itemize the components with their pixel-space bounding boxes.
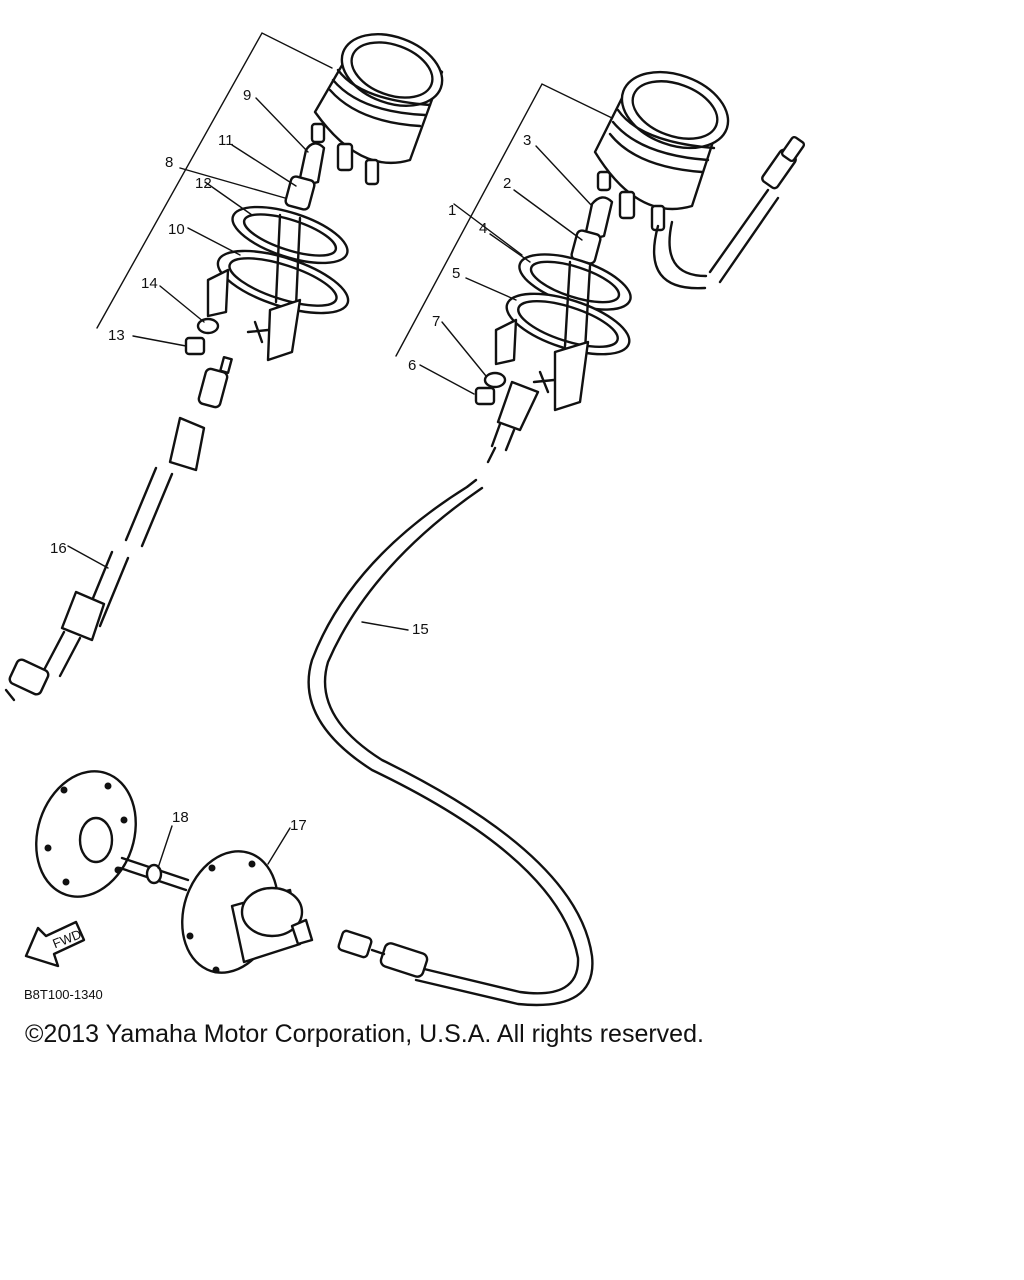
right-meter-housing [593, 70, 730, 232]
callout-2: 2 [503, 175, 511, 192]
forward-arrow-icon: FWD [24, 920, 86, 968]
callout-17: 17 [290, 817, 307, 834]
callout-7: 7 [432, 313, 440, 330]
left-meter-assembly [96, 32, 444, 362]
left-damper-rings [216, 205, 350, 315]
callout-10: 10 [168, 221, 185, 238]
callout-5: 5 [452, 265, 460, 282]
right-meter-assembly [395, 70, 806, 464]
speedometer-gear-unit [181, 827, 314, 974]
callout-11: 11 [218, 132, 234, 149]
callout-6: 6 [408, 357, 416, 374]
left-bulb-socket [284, 142, 326, 211]
callout-1: 1 [448, 202, 456, 219]
tachometer-hose [652, 135, 806, 290]
speedometer-cable [307, 478, 594, 1007]
callout-4: 4 [479, 220, 487, 237]
right-group-bracket [395, 83, 613, 357]
right-damper-rings [505, 253, 632, 356]
left-meter-bracket [206, 268, 302, 362]
wheel-hub-plate [35, 770, 137, 898]
callout-3: 3 [523, 132, 531, 149]
callout-13: 13 [108, 327, 125, 344]
drawing-code: B8T100-1340 [24, 987, 103, 1002]
callout-8: 8 [165, 154, 173, 171]
copyright-notice: ©2013 Yamaha Motor Corporation, U.S.A. A… [25, 1020, 704, 1048]
tachometer-cable [4, 356, 233, 702]
left-nut [184, 336, 206, 356]
right-nut [474, 386, 496, 406]
right-meter-bracket [494, 318, 590, 412]
callout-18: 18 [172, 809, 189, 826]
callout-16: 16 [50, 540, 67, 557]
callout-12: 12 [195, 175, 212, 192]
speedometer-cable-fitting [486, 380, 540, 464]
parts-diagram: FWD 1 2 3 4 5 6 7 8 9 10 11 12 13 14 15 … [4, 32, 806, 1007]
left-group-bracket [96, 32, 333, 329]
drive-pin [118, 825, 190, 892]
callout-15: 15 [412, 621, 429, 638]
left-meter-housing [310, 33, 444, 186]
right-bulb-socket [570, 196, 614, 265]
right-washer [483, 371, 507, 389]
left-washer [196, 317, 220, 335]
callout-14: 14 [141, 275, 158, 292]
callout-9: 9 [243, 87, 251, 104]
